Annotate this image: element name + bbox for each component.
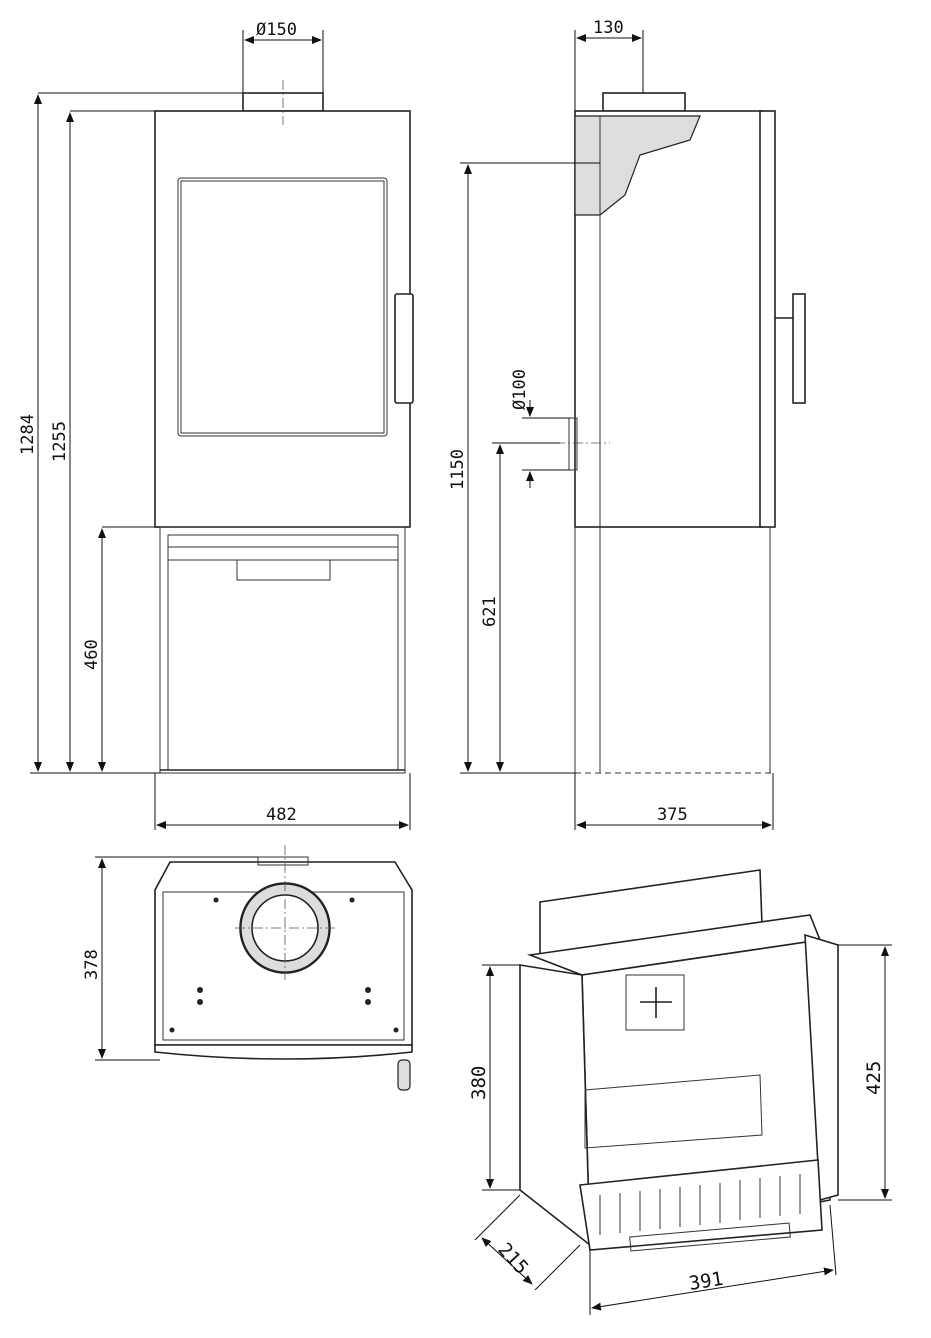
dim-depth: 375 — [657, 805, 688, 825]
dim-top-view-depth: 378 — [82, 949, 102, 980]
dim-firebox-height-front: 380 — [468, 1066, 490, 1100]
front-view — [154, 80, 414, 774]
side-view — [555, 92, 806, 774]
dim-flue-diameter-top: Ø150 — [256, 20, 297, 40]
dim-rear-flue-diameter: Ø100 — [510, 369, 530, 410]
dim-rear-flue-height: 1150 — [448, 449, 468, 490]
dim-firebox-depth: 215 — [493, 1239, 532, 1279]
top-view — [154, 845, 413, 1091]
dim-body-height: 1255 — [50, 421, 70, 462]
dimension-lines — [30, 30, 892, 1315]
dim-firebox-height-back: 425 — [863, 1061, 885, 1095]
dim-total-height: 1284 — [18, 414, 38, 455]
firebox-isometric — [519, 869, 839, 1252]
dim-rear-flue-center-height: 621 — [480, 596, 500, 627]
dim-width: 482 — [266, 805, 297, 825]
dim-base-height: 460 — [82, 639, 102, 670]
dim-firebox-width: 391 — [687, 1268, 724, 1295]
dim-flue-offset-side: 130 — [593, 18, 624, 38]
